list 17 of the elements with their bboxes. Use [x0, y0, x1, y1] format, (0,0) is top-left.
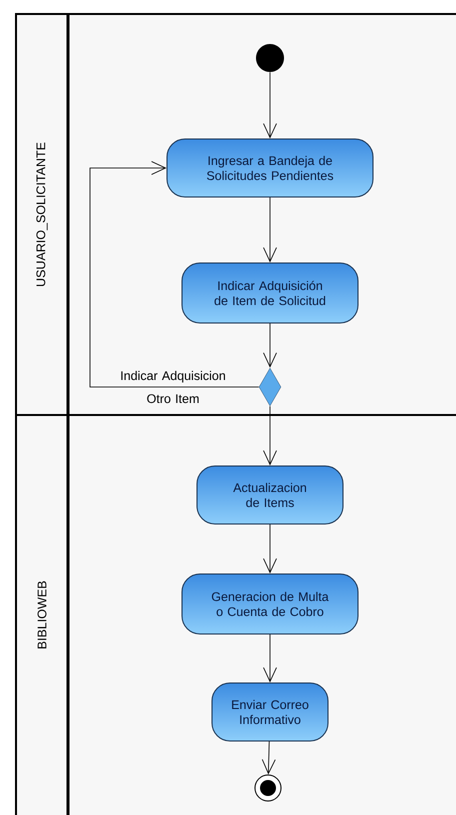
arrow	[90, 161, 260, 388]
arrow	[263, 72, 277, 138]
edge-label: Indicar Adquisicion Otro Item	[121, 370, 225, 404]
action-box: Actualizacion de Items	[196, 466, 344, 524]
arrow	[263, 634, 277, 682]
decision-diamond	[258, 368, 282, 406]
action-box: Generacion de Multa o Cuenta de Cobro	[182, 574, 358, 634]
arrow	[263, 406, 277, 466]
arrow	[263, 524, 277, 574]
final-node	[254, 774, 282, 802]
action-box: Enviar Correo Informativo	[212, 682, 328, 742]
arrow	[262, 741, 276, 774]
arrow	[263, 197, 277, 262]
initial-node	[256, 44, 284, 72]
action-box: Indicar Adquisición de Item de Solicitud	[182, 262, 358, 324]
arrow	[263, 323, 277, 368]
action-box: Ingresar a Bandeja de Solicitudes Pendientes	[166, 138, 374, 198]
